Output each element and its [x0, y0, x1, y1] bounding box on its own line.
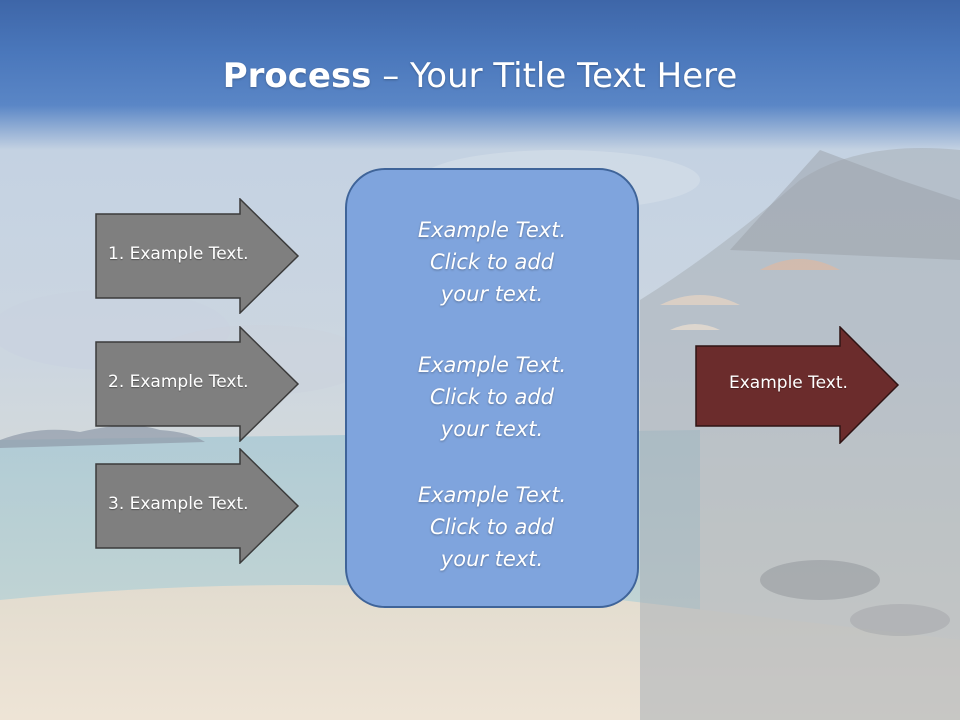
left-arrow-1-label: 1. Example Text.	[108, 244, 249, 264]
center-text-item-1: Example Text. Click to add your text.	[417, 218, 567, 306]
left-arrow-2[interactable]: 2. Example Text.	[95, 326, 300, 442]
center-text-item-2: Example Text. Click to add your text.	[417, 353, 567, 441]
center-text-box[interactable]: Example Text. Click to add your text. Ex…	[345, 168, 639, 608]
slide-title[interactable]: Process – Your Title Text Here	[0, 50, 960, 102]
left-arrow-3[interactable]: 3. Example Text.	[95, 448, 300, 564]
title-bold-part: Process	[222, 56, 372, 96]
center-text-item-3: Example Text. Click to add your text.	[417, 483, 567, 571]
title-rest: – Your Title Text Here	[371, 56, 738, 96]
title-band	[0, 0, 960, 150]
left-arrow-2-label: 2. Example Text.	[108, 372, 249, 392]
left-arrow-1[interactable]: 1. Example Text.	[95, 198, 300, 314]
right-arrow[interactable]: Example Text.	[695, 326, 900, 444]
right-arrow-label: Example Text.	[729, 373, 848, 393]
left-arrow-3-label: 3. Example Text.	[108, 494, 249, 514]
